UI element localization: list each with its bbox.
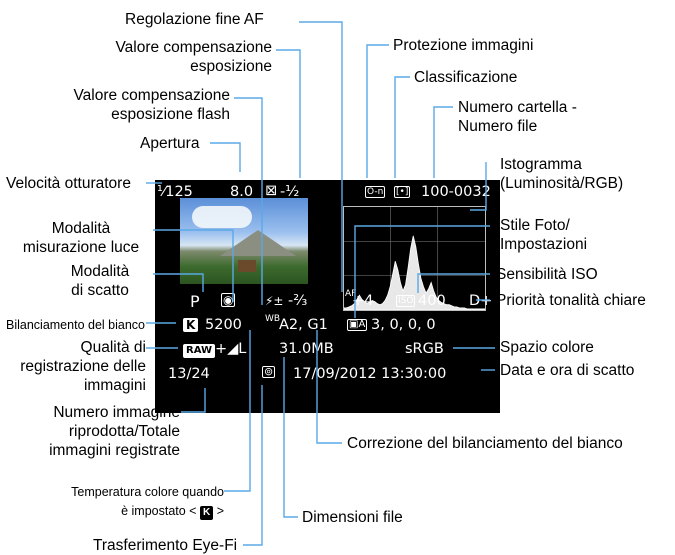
rating-icon: [•] (394, 186, 411, 198)
label-temperatura-colore: Temperatura colore quando è impostato < … (71, 485, 224, 520)
label-numero-immagine: Numero immagine riprodotta/Totale immagi… (49, 404, 180, 459)
label-numero-cartella: Numero cartella - Numero file (458, 99, 577, 135)
label-qualita: Qualità di registrazione delle immagini (20, 339, 146, 394)
af-microadjust-value: +4 (352, 293, 374, 309)
metering-icon: ◉ (221, 293, 236, 307)
camera-lcd-screen: ¹⁄125 8.0 ⊠ -¹⁄₂ O-n [•] 100-0032 P ◉ ⚡±… (155, 180, 500, 413)
wb-shift-value: A2, G1 (279, 317, 328, 333)
label-modalita-misurazione: Modalità misurazione luce (22, 220, 140, 256)
iso-badge: ISO (396, 295, 416, 307)
wb-badge: K (183, 317, 199, 334)
flash-comp-icon: ⚡± (265, 294, 284, 308)
histogram-curve (344, 235, 485, 310)
label-valore-comp-esp: Valore compensazione esposizione (115, 39, 272, 75)
label-classificazione: Classificazione (414, 69, 518, 86)
shutter-speed: ¹⁄125 (157, 184, 193, 200)
shooting-mode: P (190, 292, 200, 311)
color-space: sRGB (405, 341, 444, 357)
label-trasferimento-eyefi: Trasferimento Eye-Fi (93, 537, 238, 554)
label-sensibilita-iso: Sensibilità ISO (496, 266, 598, 283)
image-count: 13/24 (168, 366, 210, 382)
folder-file-number: 100-0032 (421, 184, 491, 200)
label-stile-foto: Stile Foto/ Impostazioni (500, 217, 588, 253)
wb-shift-icon: WB (265, 314, 281, 324)
raw-badge: RAW (183, 341, 216, 358)
highlight-tone-priority: D+ (469, 293, 493, 309)
color-temperature: 5200 (205, 317, 242, 333)
histogram (343, 206, 486, 311)
label-protezione-immagini: Protezione immagini (393, 37, 534, 54)
aperture-value: 8.0 (230, 184, 254, 200)
label-bilanciamento-bianco: Bilanciamento del bianco (6, 318, 145, 332)
label-apertura: Apertura (140, 135, 200, 152)
label-spazio-colore: Spazio colore (500, 339, 594, 356)
af-microadjust-icon: AF (345, 289, 357, 299)
label-velocita-otturatore: Velocità otturatore (6, 175, 131, 192)
exposure-comp-value: -¹⁄₂ (280, 184, 300, 200)
exposure-comp-icon: ⊠ (265, 183, 278, 199)
flash-comp-value: -²⁄₃ (288, 293, 308, 309)
label-modalita-scatto: Modalità di scatto (70, 263, 130, 299)
capture-datetime: 17/09/2012 13:30:00 (293, 366, 447, 382)
file-size: 31.0MB (279, 341, 334, 357)
label-valore-comp-flash: Valore compensazione esposizione flash (73, 87, 230, 123)
label-istogramma: Istogramma (Luminosità/RGB) (500, 156, 624, 192)
image-thumbnail (180, 198, 308, 284)
image-quality: +◢L (215, 341, 247, 357)
protect-icon: O-n (365, 186, 386, 198)
picture-style-values: 3, 0, 0, 0 (371, 317, 436, 333)
iso-value: 400 (418, 293, 446, 309)
label-data-ora: Data e ora di scatto (500, 362, 635, 379)
label-correzione-bb: Correzione del bilanciamento del bianco (347, 435, 623, 452)
label-dimensioni-file: Dimensioni file (302, 509, 403, 526)
picture-style-icon: ▣A (347, 319, 368, 331)
label-priorita-tonalita: Priorità tonalità chiare (496, 292, 646, 309)
label-regolazione-fine-af: Regolazione fine AF (125, 11, 264, 28)
eyefi-icon: ⊚ (262, 365, 276, 378)
